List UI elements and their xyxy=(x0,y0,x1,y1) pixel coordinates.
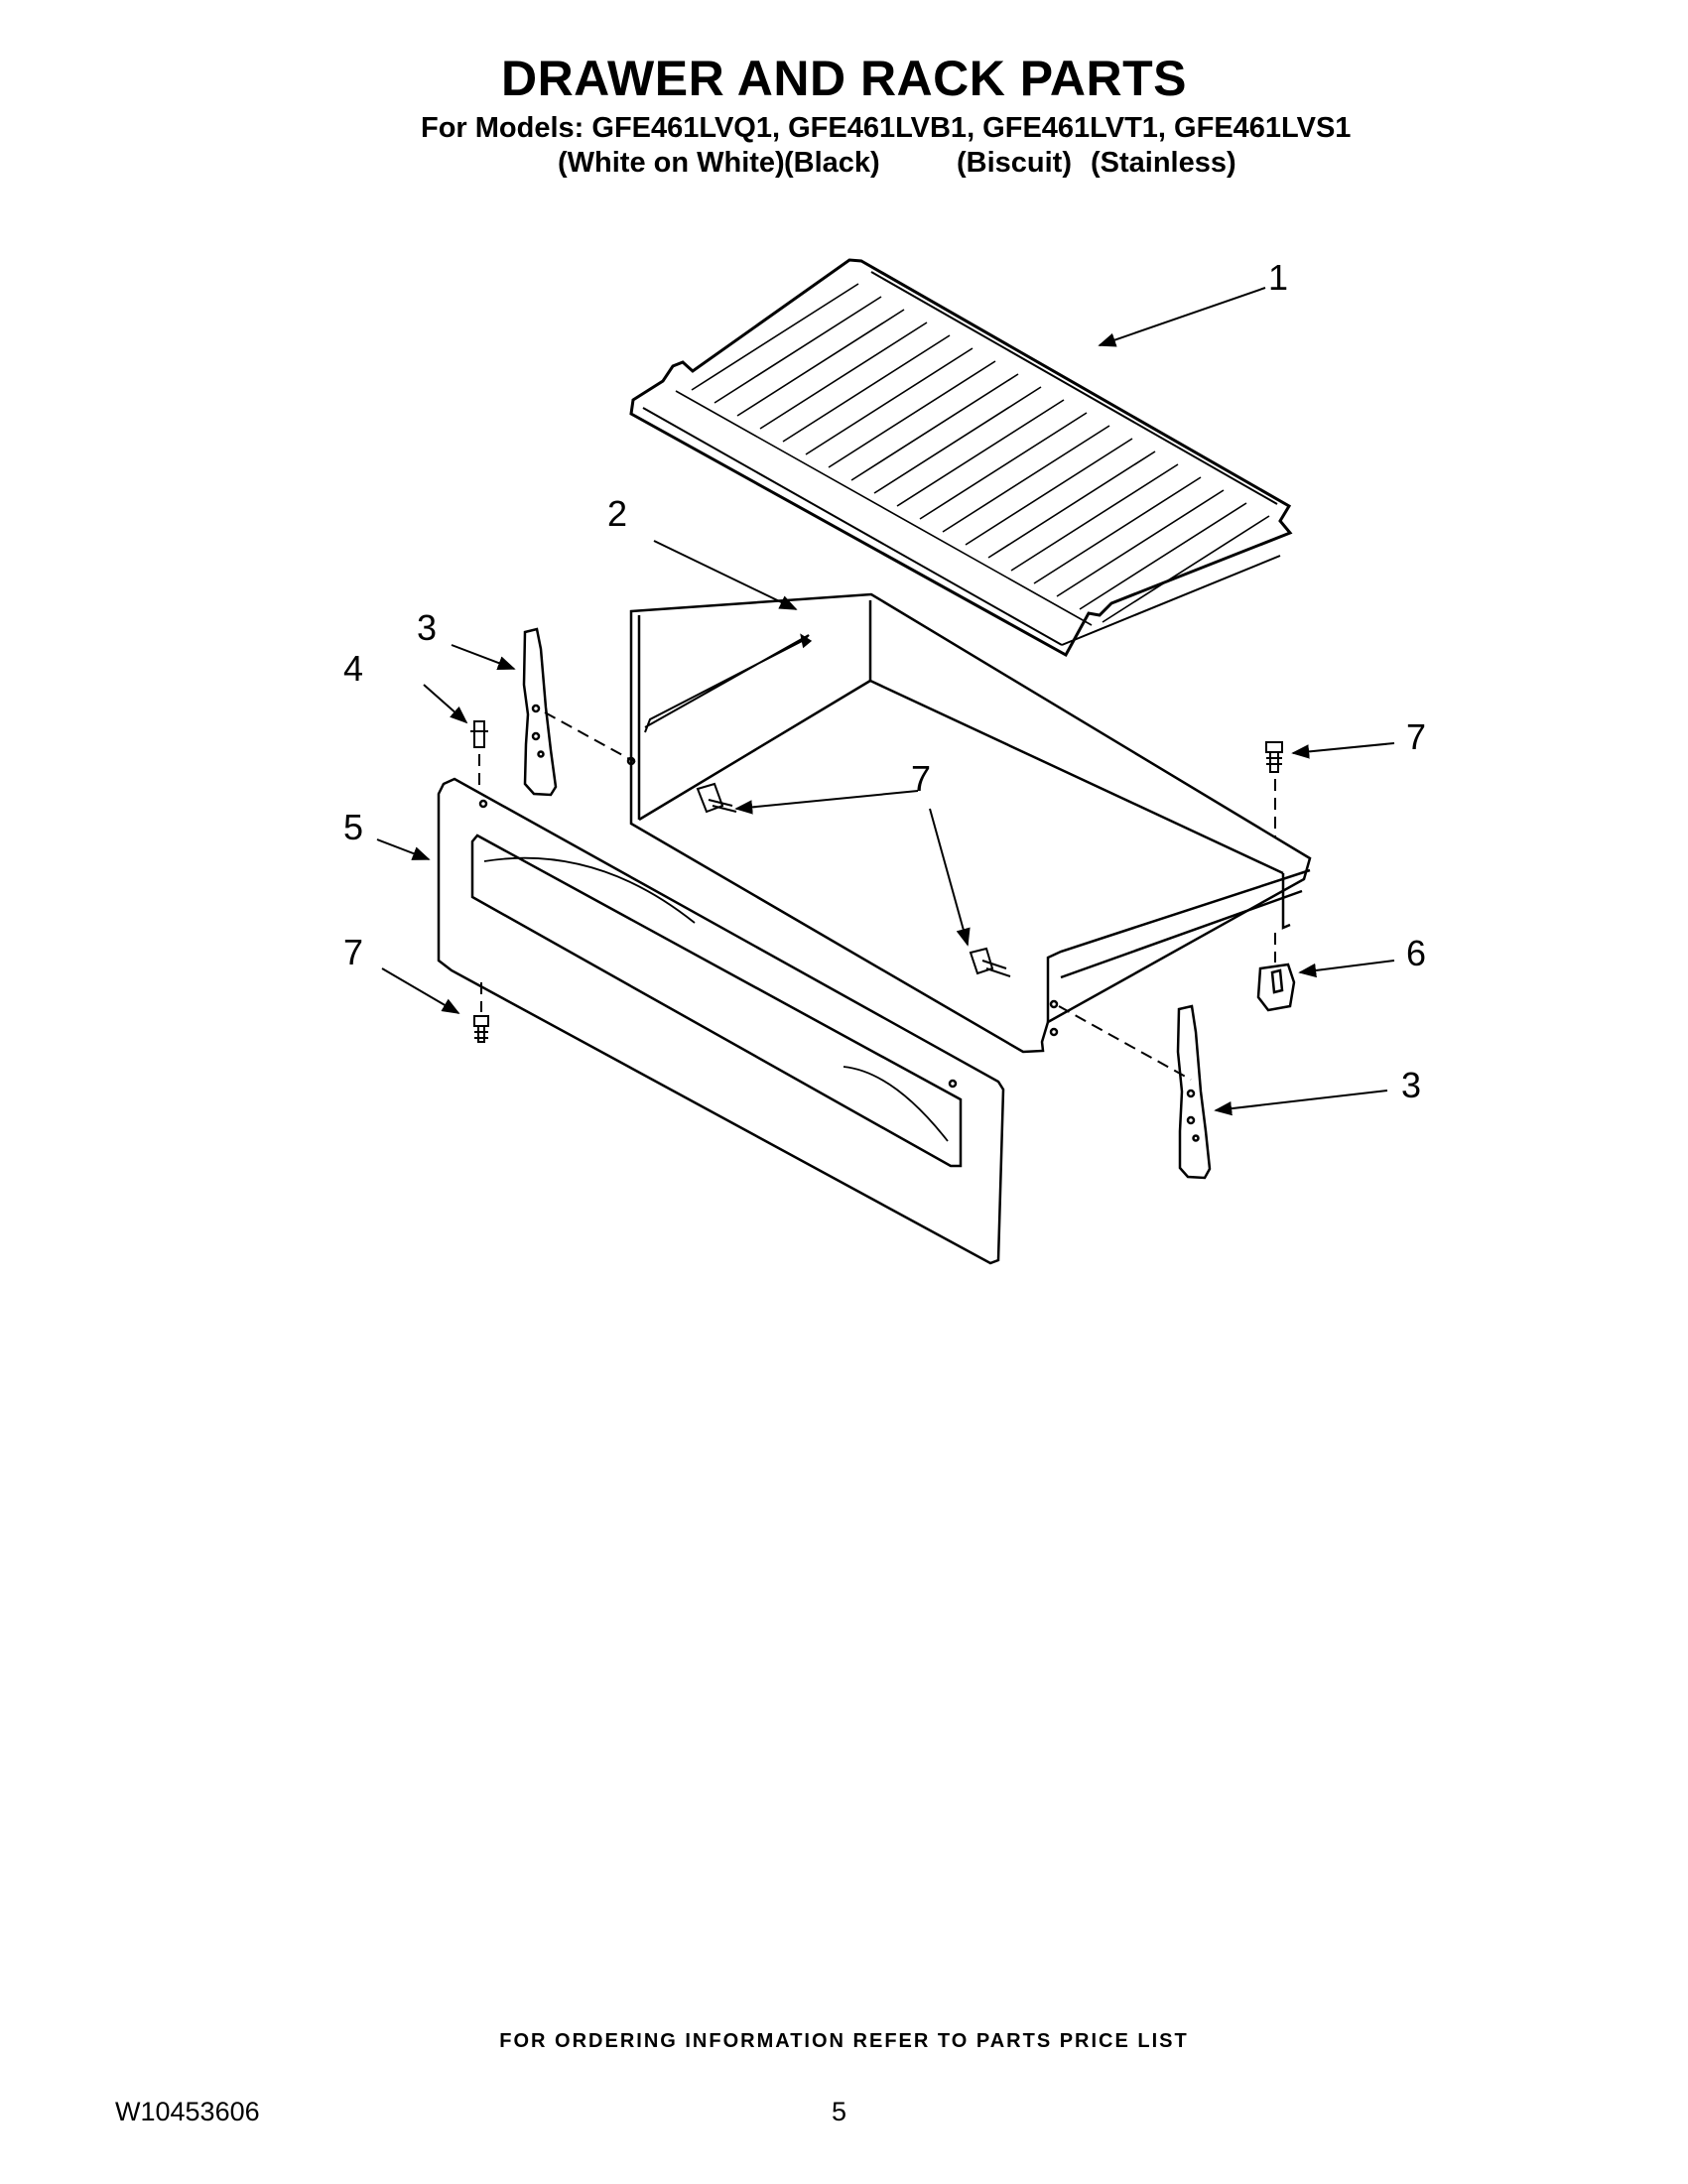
color-label-stainless: (Stainless) xyxy=(1091,147,1236,179)
callout-1: 1 xyxy=(1268,257,1288,298)
drawer-clip xyxy=(1256,963,1296,1012)
drawer-pin xyxy=(470,720,488,748)
ordering-note: FOR ORDERING INFORMATION REFER TO PARTS … xyxy=(499,2030,1189,2052)
document-number: W10453606 xyxy=(115,2097,260,2126)
leader-arrows xyxy=(376,287,1395,1116)
drawer-glide-right xyxy=(1176,1004,1212,1180)
color-label-biscuit: (Biscuit) xyxy=(957,147,1072,179)
page-number: 5 xyxy=(832,2097,847,2126)
screw-top-right xyxy=(1265,741,1283,773)
callout-3-right: 3 xyxy=(1401,1065,1421,1105)
color-label-white: (White on White) xyxy=(558,147,785,179)
drawer-glide-left xyxy=(522,627,558,797)
color-label-black: (Black) xyxy=(784,147,880,179)
page-title: DRAWER AND RACK PARTS xyxy=(500,51,1188,106)
callout-7-top-right: 7 xyxy=(1406,716,1426,757)
callout-7-front: 7 xyxy=(343,932,363,972)
rack-wires xyxy=(675,283,1270,626)
screw-front-left xyxy=(473,1015,489,1043)
drawer-body xyxy=(626,592,1312,1054)
screw-drawer-left xyxy=(696,782,737,814)
alignment-lines xyxy=(478,711,1276,1081)
screw-drawer-right xyxy=(969,947,1011,977)
models-line: For Models: GFE461LVQ1, GFE461LVB1, GFE4… xyxy=(421,112,1352,144)
callout-7-drawer: 7 xyxy=(911,758,931,799)
callout-3-left: 3 xyxy=(417,607,437,648)
oven-rack xyxy=(629,258,1293,658)
callout-4: 4 xyxy=(343,648,363,689)
drawer-front-panel xyxy=(437,777,1005,1265)
callout-5: 5 xyxy=(343,807,363,847)
callout-6: 6 xyxy=(1406,933,1426,973)
callout-2: 2 xyxy=(607,493,627,534)
